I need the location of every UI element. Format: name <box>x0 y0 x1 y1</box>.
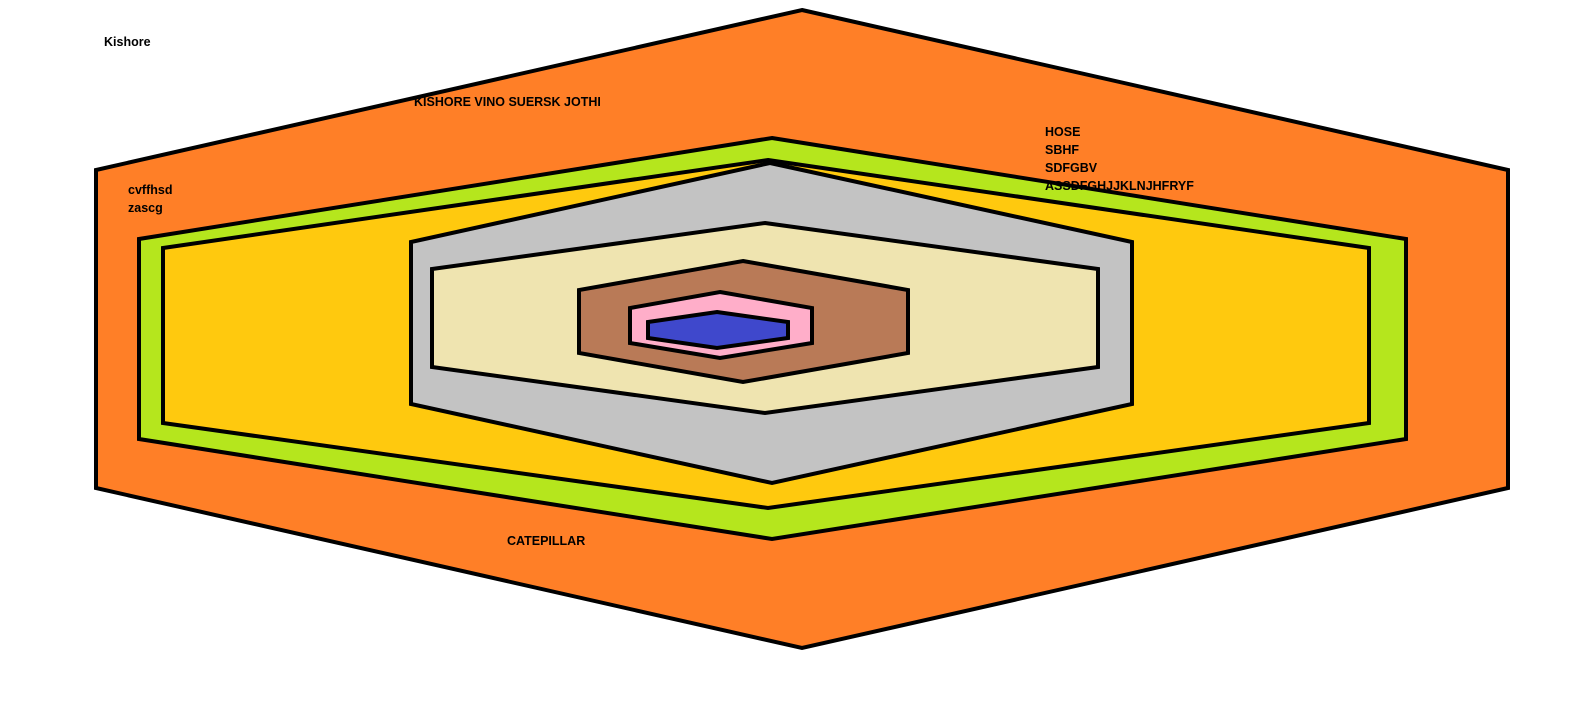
right-text-block: HOSE SBHF SDFGBV ASSDFGHJJKLNJHFRYF <box>1045 123 1194 195</box>
top-text: KISHORE VINO SUERSK JOTHI <box>414 95 601 109</box>
left-line: cvffhsd <box>128 183 173 197</box>
blue-hexagon <box>646 309 790 351</box>
left-line: zascg <box>128 201 163 215</box>
right-line: ASSDFGHJJKLNJHFRYF <box>1045 179 1194 193</box>
right-line: SDFGBV <box>1045 161 1098 175</box>
right-line: SBHF <box>1045 143 1080 157</box>
bottom-text: CATEPILLAR <box>507 534 586 548</box>
right-line: HOSE <box>1045 125 1081 139</box>
title-text: Kishore <box>104 35 151 49</box>
left-text-block: cvffhsd zascg <box>128 181 172 217</box>
